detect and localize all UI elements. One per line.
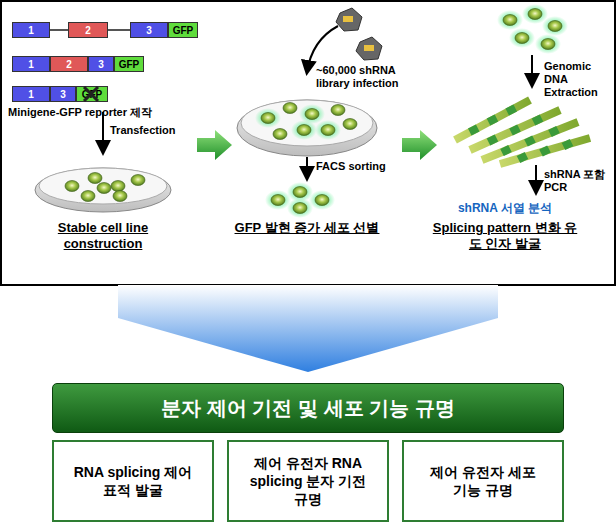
exon-box: 1 (12, 86, 50, 102)
step-label: FACS sorting (316, 160, 406, 173)
cross-mark (76, 86, 108, 102)
node-text: 2 (66, 59, 72, 70)
exon-box: 2 (50, 56, 88, 72)
result-box: 제어 유전자 RNA splicing 분자 기전 규명 (227, 440, 389, 522)
exon-box: 2 (68, 22, 108, 38)
node-text: 3 (98, 59, 104, 70)
node-text: 분자 제어 기전 및 세포 기능 규명 (161, 395, 454, 422)
exon-box: 1 (12, 22, 50, 38)
step-caption: Splicing pattern 변화 유도 인자 발굴 (430, 220, 580, 251)
node-text: GFP (119, 59, 140, 70)
exon-box: 1 (12, 56, 50, 72)
node-text: GFP (173, 25, 194, 36)
node-text: 1 (28, 89, 34, 100)
exon-box: 3 (88, 56, 114, 72)
gfp-box: GFP (168, 22, 198, 38)
step-label: ~60,000 shRNA library infection (316, 64, 428, 90)
step-label: Minigene-GFP reporter 제작 (8, 106, 208, 119)
result-box: RNA splicing 제어 표적 발굴 (52, 440, 214, 522)
node-text: RNA splicing 제어 표적 발굴 (67, 463, 199, 499)
node-text: 1 (28, 59, 34, 70)
node-text: 3 (146, 25, 152, 36)
summary-bar: 분자 제어 기전 및 세포 기능 규명 (52, 383, 564, 433)
step-caption: Stable cell line construction (28, 220, 178, 251)
node-text: 3 (60, 89, 66, 100)
exon-box: 3 (130, 22, 168, 38)
step-label: shRNA 포함 PCR (544, 168, 612, 194)
result-box: 제어 유전자 세포 기능 규명 (402, 440, 564, 522)
step-caption: GFP 발현 증가 세포 선별 (232, 220, 382, 236)
gfp-box: GFP (114, 56, 144, 72)
node-text: 2 (85, 25, 91, 36)
step-label: Transfection (110, 124, 200, 137)
exon-box: 3 (50, 86, 76, 102)
step-label: shRNA 서열 분석 (435, 201, 575, 215)
gfp-box: GFP (76, 86, 108, 102)
step-label: Genomic DNA Extraction (544, 60, 612, 100)
node-text: 1 (28, 25, 34, 36)
node-text: 제어 유전자 RNA splicing 분자 기전 규명 (242, 454, 374, 509)
node-text: 제어 유전자 세포 기능 규명 (417, 463, 549, 499)
